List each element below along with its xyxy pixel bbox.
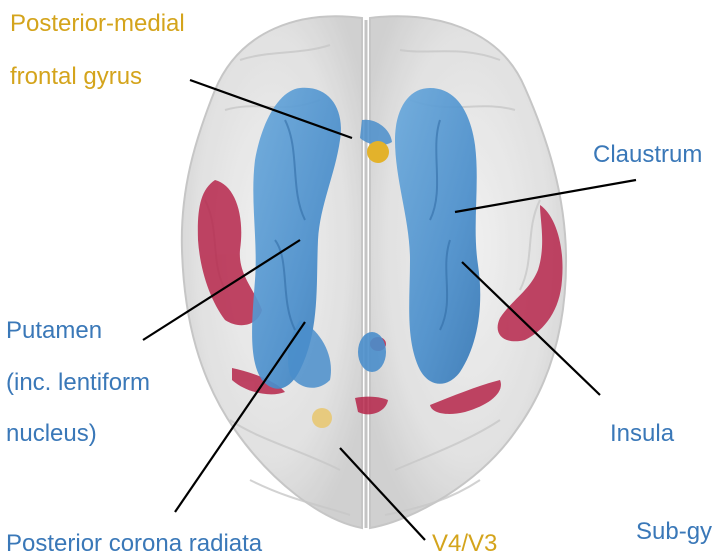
label-putamen-line2: (inc. lentiform xyxy=(6,369,150,397)
label-sub-gyral: Sub-gy xyxy=(636,518,712,546)
label-posterior-medial-line1: Posterior-medial xyxy=(10,10,185,38)
label-posterior-corona-radiata: Posterior corona radiata xyxy=(6,530,262,558)
center-blue-bottom xyxy=(358,332,386,372)
label-posterior-medial-line2: frontal gyrus xyxy=(10,63,142,91)
label-v4v3: V4/V3 xyxy=(432,530,497,558)
gold-v4v3 xyxy=(312,408,332,428)
label-insula: Insula xyxy=(610,420,674,448)
label-putamen-line3: nucleus) xyxy=(6,420,97,448)
gold-medial-frontal xyxy=(367,141,389,163)
label-putamen-line1: Putamen xyxy=(6,317,102,345)
label-claustrum: Claustrum xyxy=(593,141,702,169)
